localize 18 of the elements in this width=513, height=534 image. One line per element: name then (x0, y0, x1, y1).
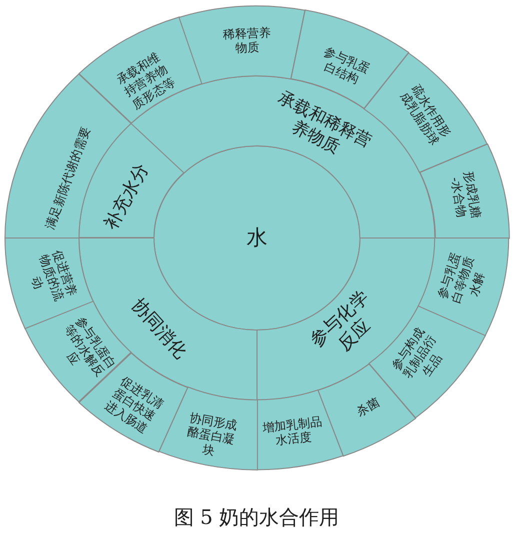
segment-label: 疏水作用形成乳脂肪球 (395, 80, 454, 149)
segment-label: 承载和维持营养物质形态等 (112, 49, 178, 113)
segment-label: 形成乳糖-水合物 (446, 169, 484, 222)
segment-label: 参与乳蛋白等物质水解 (434, 249, 488, 307)
segment-label: 承载和稀释营养物质 (274, 86, 376, 160)
segment-label: 促进营养物质的流动 (28, 247, 80, 305)
segment-label: 补充水分 (100, 160, 154, 234)
segment-label: 协同形成酪蛋白凝块 (185, 410, 240, 460)
segment-label: 参与构成乳制品衍生品 (388, 324, 446, 383)
figure-caption: 图 5 奶的水合作用 (172, 505, 340, 529)
segment-label: 杀菌 (354, 394, 382, 420)
segment-label: 增加乳制品水活度 (260, 414, 324, 450)
segment-label: 满足新陈代谢的需要 (42, 125, 94, 232)
segment-label: 协同消化 (127, 295, 192, 364)
center-label: 水 (246, 225, 268, 251)
segment-label: 参与乳蛋白结构 (321, 43, 373, 88)
segment-label: 参与化学反应 (305, 285, 376, 356)
segment-label: 稀释营养物质 (221, 26, 272, 56)
